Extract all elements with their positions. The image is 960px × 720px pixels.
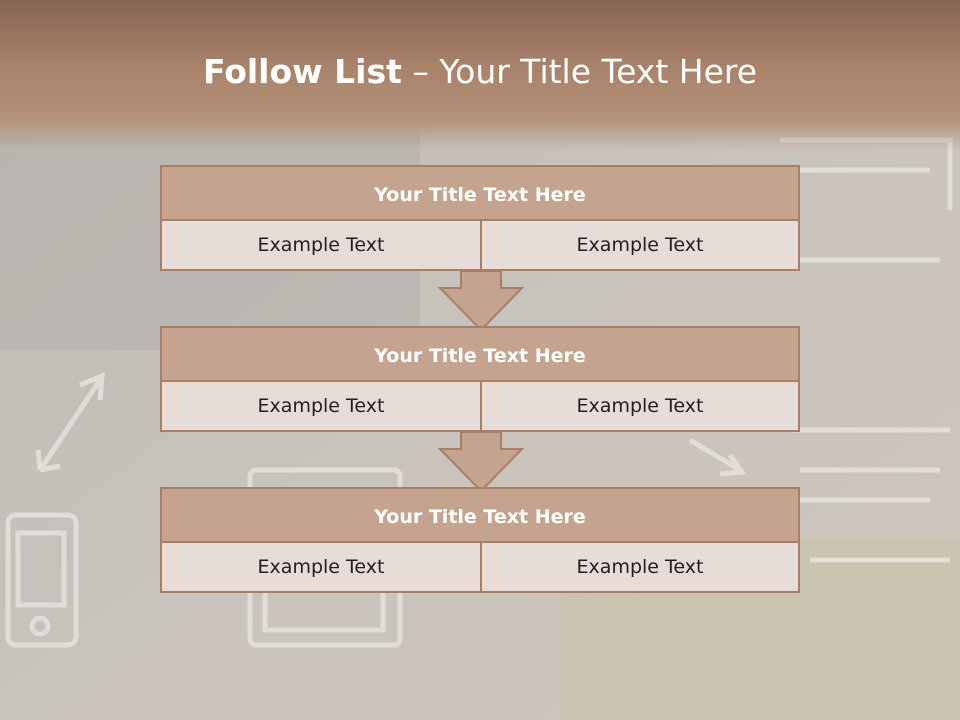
- down-arrow-icon: [438, 270, 524, 332]
- down-arrow-icon: [438, 431, 524, 493]
- block-row: Example Text Example Text: [160, 382, 800, 432]
- block-title: Your Title Text Here: [160, 165, 800, 221]
- slide-title: Follow List – Your Title Text Here: [0, 52, 960, 91]
- block-cell-left: Example Text: [160, 382, 480, 432]
- block-cell-left: Example Text: [160, 221, 480, 271]
- block-title: Your Title Text Here: [160, 326, 800, 382]
- block-row: Example Text Example Text: [160, 221, 800, 271]
- block-row: Example Text Example Text: [160, 543, 800, 593]
- list-block: Your Title Text Here Example Text Exampl…: [160, 165, 800, 271]
- block-cell-right: Example Text: [480, 221, 800, 271]
- list-block: Your Title Text Here Example Text Exampl…: [160, 326, 800, 432]
- slide-title-rest: – Your Title Text Here: [401, 52, 758, 91]
- block-cell-right: Example Text: [480, 543, 800, 593]
- block-title: Your Title Text Here: [160, 487, 800, 543]
- block-cell-left: Example Text: [160, 543, 480, 593]
- slide-title-bold: Follow List: [202, 52, 402, 91]
- block-cell-right: Example Text: [480, 382, 800, 432]
- list-block: Your Title Text Here Example Text Exampl…: [160, 487, 800, 593]
- title-bar: [0, 0, 960, 150]
